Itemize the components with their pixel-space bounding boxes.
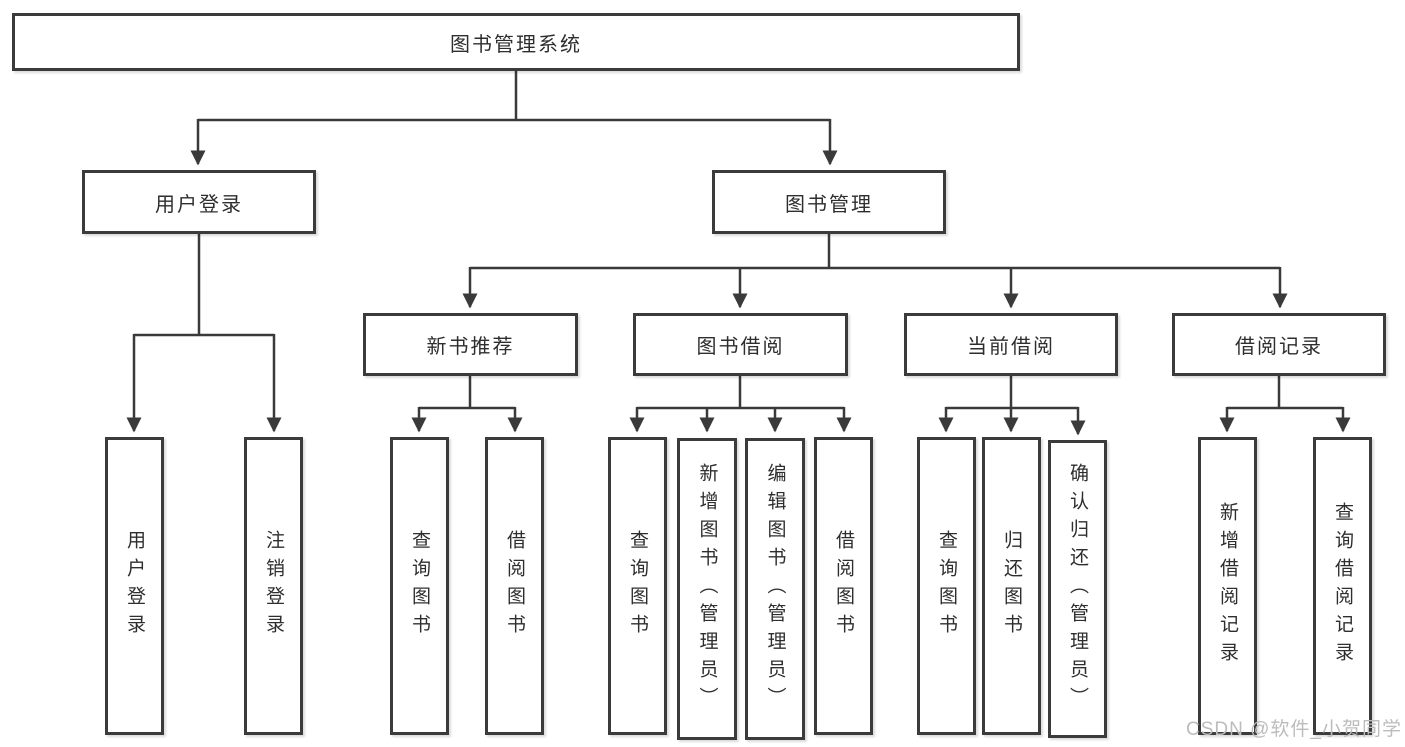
connector-book-management-children (462, 234, 1288, 309)
node-book-borrow: 图书借阅 (633, 313, 848, 376)
leaf-confirm-return-admin: 确认归还（管理员） (1048, 440, 1107, 738)
connector-current-borrow-children (938, 376, 1086, 436)
leaf-query-books-borrow: 查询图书 (608, 437, 667, 735)
leaf-add-borrow-record: 新增借阅记录 (1198, 437, 1257, 735)
node-current-borrow: 当前借阅 (904, 313, 1118, 376)
leaf-borrow-books: 借阅图书 (814, 437, 873, 735)
node-book-management: 图书管理 (712, 170, 946, 234)
leaf-return-book: 归还图书 (982, 437, 1041, 735)
leaf-user-login: 用户登录 (105, 437, 164, 735)
leaf-query-borrow-record: 查询借阅记录 (1313, 437, 1372, 735)
leaf-borrow-books-recommend: 借阅图书 (485, 437, 544, 735)
connector-borrow-records-children (1219, 376, 1351, 433)
csdn-watermark: CSDN @软件_小贺同学 (1186, 719, 1402, 740)
node-root: 图书管理系统 (12, 13, 1020, 71)
leaf-logout: 注销登录 (244, 437, 303, 735)
leaf-edit-book-admin: 编辑图书（管理员） (745, 438, 805, 740)
leaf-add-book-admin: 新增图书（管理员） (677, 438, 737, 740)
node-new-book-recommend: 新书推荐 (363, 313, 578, 376)
connector-book-borrow-children (629, 376, 852, 433)
leaf-query-books-recommend: 查询图书 (390, 437, 449, 735)
leaf-query-books-current: 查询图书 (917, 437, 976, 735)
connector-user-login-children (126, 234, 282, 433)
connector-root-to-level2 (190, 71, 838, 166)
node-borrow-records: 借阅记录 (1172, 313, 1386, 376)
node-user-login: 用户登录 (82, 170, 316, 234)
connector-new-book-recommend-children (411, 376, 523, 433)
